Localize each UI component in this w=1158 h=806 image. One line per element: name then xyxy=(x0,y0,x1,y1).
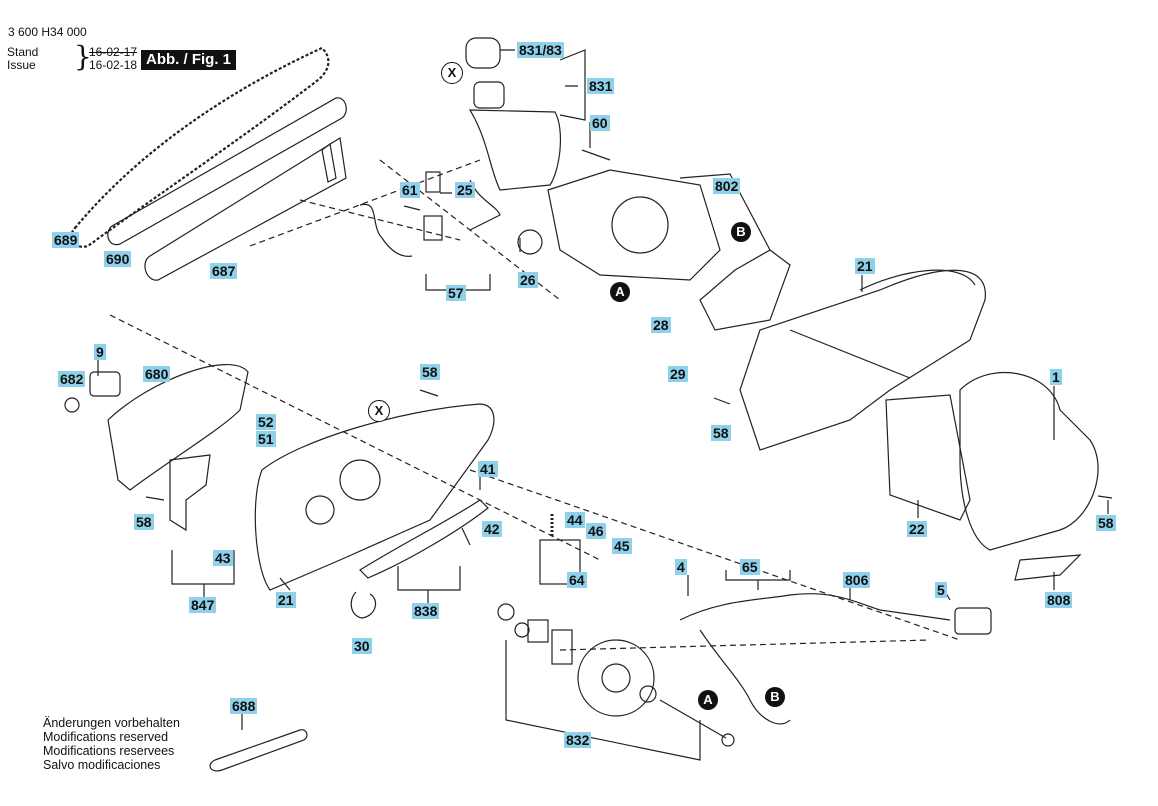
part-label: 21 xyxy=(276,592,296,608)
part-label: 680 xyxy=(143,366,171,382)
part-label: 29 xyxy=(668,366,688,382)
part-label: 22 xyxy=(907,521,927,537)
part-label: 28 xyxy=(651,317,671,333)
part-label: 58 xyxy=(1096,515,1116,531)
part-label: 41 xyxy=(478,461,498,477)
part-label: 60 xyxy=(590,115,610,131)
part-label: 57 xyxy=(446,285,466,301)
note-line: Salvo modificaciones xyxy=(43,758,161,772)
reference-marker-a: A xyxy=(698,690,718,710)
brace-glyph: } xyxy=(74,40,92,73)
stand-label: Stand xyxy=(7,45,39,59)
part-label: 5 xyxy=(935,582,947,598)
housing-right-drawing xyxy=(739,269,986,451)
part-label: 44 xyxy=(565,512,585,528)
guide-bar-thin-drawing xyxy=(107,97,347,246)
part-label: 51 xyxy=(256,431,276,447)
part-label: 808 xyxy=(1045,592,1073,608)
note-line: Modifications reserved xyxy=(43,730,169,744)
part-label: 30 xyxy=(352,638,372,654)
guide-bar-drawing xyxy=(144,137,347,281)
part-label: 838 xyxy=(412,603,440,619)
part-label: 690 xyxy=(104,251,132,267)
reference-marker-b: B xyxy=(731,222,751,242)
gear-drawing xyxy=(577,639,655,717)
note-line: Änderungen vorbehalten xyxy=(43,716,180,730)
part-label: 682 xyxy=(58,371,86,387)
figure-label: Abb. / Fig. 1 xyxy=(141,50,236,70)
note-line: Modifications reservees xyxy=(43,744,175,758)
part-label: 831/83 xyxy=(517,42,564,58)
part-label: 46 xyxy=(586,523,606,539)
part-label: 61 xyxy=(400,182,420,198)
saw-chain-drawing xyxy=(70,46,330,248)
part-label: 65 xyxy=(740,559,760,575)
side-cover-drawing xyxy=(885,394,971,521)
part-label: 64 xyxy=(567,572,587,588)
part-label: 832 xyxy=(564,732,592,748)
oil-cap-drawing xyxy=(465,37,501,69)
part-label: 26 xyxy=(518,272,538,288)
part-label: 1 xyxy=(1050,369,1062,385)
part-label: 847 xyxy=(189,597,217,613)
part-label: 58 xyxy=(420,364,440,380)
document-number: 3 600 H34 000 xyxy=(8,25,87,39)
part-label: 4 xyxy=(675,559,687,575)
reference-marker-a: A xyxy=(610,282,630,302)
part-label: 43 xyxy=(213,550,233,566)
reference-marker-x: X xyxy=(368,400,390,422)
tool-drawing xyxy=(209,729,308,772)
part-label: 688 xyxy=(230,698,258,714)
part-label: 52 xyxy=(256,414,276,430)
reference-marker-b: B xyxy=(765,687,785,707)
brake-lever-drawing xyxy=(359,499,489,579)
motor-drawing xyxy=(547,169,721,281)
part-label: 806 xyxy=(843,572,871,588)
part-label: 802 xyxy=(713,178,741,194)
part-label: 45 xyxy=(612,538,632,554)
new-date: 16-02-18 xyxy=(89,58,138,72)
part-label: 58 xyxy=(711,425,731,441)
part-label: 9 xyxy=(94,344,106,360)
motor-cover-drawing xyxy=(959,371,1099,551)
part-label: 58 xyxy=(134,514,154,530)
part-label: 42 xyxy=(482,521,502,537)
sprocket-cover-drawing xyxy=(107,364,249,491)
reference-marker-x: X xyxy=(441,62,463,84)
old-date: 16-02-17 xyxy=(89,45,138,59)
issue-label: Issue xyxy=(7,58,36,72)
part-label: 831 xyxy=(587,78,615,94)
part-label: 25 xyxy=(455,182,475,198)
part-label: 689 xyxy=(52,232,80,248)
housing-left-drawing xyxy=(254,403,495,591)
oil-tank-drawing xyxy=(468,109,561,191)
part-label: 21 xyxy=(855,258,875,274)
part-label: 687 xyxy=(210,263,238,279)
